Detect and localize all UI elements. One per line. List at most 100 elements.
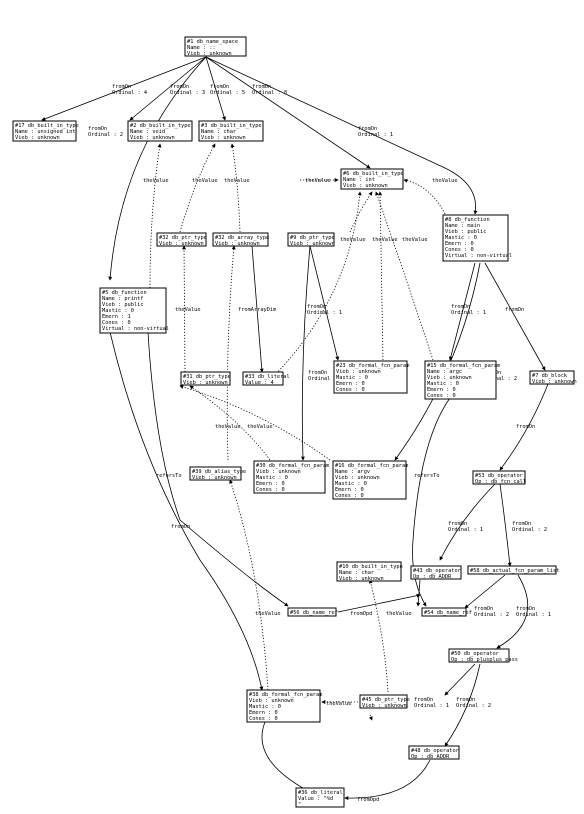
node-32-ptr-type: #32 db_ptr_type Vieb : unknown bbox=[156, 232, 207, 247]
svg-text:Cones : 0: Cones : 0 bbox=[256, 487, 285, 493]
svg-text:Ordinal : 5: Ordinal : 5 bbox=[210, 90, 245, 96]
edge-label: fromOn bbox=[252, 84, 271, 90]
edge-label: theValue bbox=[326, 701, 352, 707]
svg-text:theValue: theValue bbox=[305, 178, 331, 184]
svg-text:#3 db_built_in_type: #3 db_built_in_type bbox=[201, 123, 262, 129]
node-2-built-in-type: #2 db_built_in_type Name : void Vieb : u… bbox=[127, 120, 193, 142]
svg-text:#6 db_built_in_type: #6 db_built_in_type bbox=[343, 171, 404, 177]
edge-label: fromOn bbox=[210, 84, 229, 90]
edges bbox=[41, 56, 549, 801]
svg-text:#50 db_operator: #50 db_operator bbox=[451, 651, 499, 657]
svg-text:theValue: theValue bbox=[372, 237, 398, 243]
node-32-array-type: #32 db_array_type Vieb : unknown bbox=[212, 232, 269, 247]
svg-text:fromOpd: fromOpd bbox=[357, 797, 379, 803]
svg-text:Vieb : unknown: Vieb : unknown bbox=[362, 703, 407, 709]
edge-label: Ordinal : 1 bbox=[307, 310, 342, 316]
node-5-function-printf: #5 db_function Name : printf Vieb : publ… bbox=[99, 287, 169, 334]
svg-text:Vieb : unknown: Vieb : unknown bbox=[201, 135, 246, 141]
edge-label: Ordinal : 1 bbox=[358, 132, 393, 138]
svg-text:Cones : 0: Cones : 0 bbox=[336, 387, 365, 393]
svg-text:Name : ::: Name : :: bbox=[187, 45, 216, 51]
svg-text:fromArrayDim: fromArrayDim bbox=[238, 307, 276, 313]
svg-text:#30 db_formal_fcn_param: #30 db_formal_fcn_param bbox=[256, 463, 329, 469]
svg-text:Ordinal : 2: Ordinal : 2 bbox=[308, 376, 343, 382]
edge bbox=[179, 143, 216, 233]
edge bbox=[499, 483, 512, 567]
svg-text:Ordinal : 1: Ordinal : 1 bbox=[451, 310, 486, 316]
svg-text:#23 db_formal_fcn_param: #23 db_formal_fcn_param bbox=[336, 363, 409, 369]
edge-label: fromOn bbox=[414, 697, 433, 703]
edge bbox=[499, 383, 549, 471]
edge-label: Ordinal : 1 bbox=[448, 527, 483, 533]
edge bbox=[368, 714, 373, 721]
svg-text:fromOn: fromOn bbox=[252, 84, 271, 90]
svg-text:Ordinal : 1: Ordinal : 1 bbox=[414, 703, 449, 709]
edge-label: Ordinal : 8 bbox=[252, 90, 287, 96]
edge-label: Ordinal : 2 bbox=[456, 703, 491, 709]
svg-text:Ordinal : 2: Ordinal : 2 bbox=[482, 376, 517, 382]
svg-text:Name : printf: Name : printf bbox=[102, 296, 143, 302]
svg-text:Cones : 0: Cones : 0 bbox=[102, 320, 131, 326]
svg-text:#39 db_alias_type: #39 db_alias_type bbox=[192, 469, 246, 475]
svg-text:Vieb : unknown: Vieb : unknown bbox=[215, 241, 260, 247]
edge-label: theValue bbox=[372, 237, 398, 243]
svg-text:#9 db_ptr_type: #9 db_ptr_type bbox=[290, 235, 335, 241]
edge-label: theValue bbox=[432, 178, 458, 184]
edge bbox=[226, 245, 236, 461]
svg-text:Ordinal : 1: Ordinal : 1 bbox=[307, 310, 342, 316]
node-8-function-main: #8 db_function Name : main Vieb : public… bbox=[442, 214, 512, 262]
edge bbox=[337, 593, 421, 613]
svg-text:#17 db_built_in_type: #17 db_built_in_type bbox=[15, 123, 79, 129]
svg-text:Emern : 0: Emern : 0 bbox=[445, 241, 474, 247]
svg-text:Virtual : non-virtual: Virtual : non-virtual bbox=[445, 253, 512, 259]
svg-text:fromOn: fromOn bbox=[308, 370, 327, 376]
node-39-alias-type: #39 db_alias_type Vieb : unknown bbox=[189, 466, 246, 481]
svg-text:Op : db_plusplus_pass: Op : db_plusplus_pass bbox=[451, 657, 518, 663]
edge-label: Ordinal : 5 bbox=[210, 90, 245, 96]
edge bbox=[464, 574, 506, 609]
edge bbox=[448, 262, 476, 361]
svg-text:#45 db_ptr_type: #45 db_ptr_type bbox=[362, 697, 410, 703]
edge bbox=[179, 385, 331, 461]
node-7-block: #7 db_block Vieb : unknown bbox=[529, 370, 577, 385]
node-50-operator: #50 db_operator Op : db_plusplus_pass bbox=[448, 648, 518, 663]
svg-text:Mastic : 0: Mastic : 0 bbox=[427, 381, 459, 387]
svg-text:Emern : 0: Emern : 0 bbox=[427, 387, 456, 393]
svg-text:#54 db_name_ref: #54 db_name_ref bbox=[424, 610, 472, 616]
edge bbox=[129, 56, 207, 121]
svg-text:Mastic : 0: Mastic : 0 bbox=[249, 704, 281, 710]
edge-label: fromOn bbox=[170, 84, 189, 90]
edge-label: theValue bbox=[305, 178, 331, 184]
svg-text:Ordinal : 1: Ordinal : 1 bbox=[516, 612, 551, 618]
edge bbox=[300, 245, 311, 461]
edge bbox=[205, 56, 478, 215]
edge bbox=[182, 245, 187, 373]
edge bbox=[349, 191, 373, 233]
svg-text:Name : argv: Name : argv bbox=[335, 469, 370, 475]
node-43-operator: #43 db_operator Op : db_ADDR bbox=[410, 565, 462, 580]
edge bbox=[261, 721, 311, 793]
svg-text:Mastic : 0: Mastic : 0 bbox=[102, 308, 134, 314]
edge-label: fromOn bbox=[308, 370, 327, 376]
svg-text:Ordinal : 2: Ordinal : 2 bbox=[456, 703, 491, 709]
svg-text:#38 db_formal_fcn_param: #38 db_formal_fcn_param bbox=[249, 692, 322, 698]
node-33-literal: #33 db_literal Value : 4 bbox=[242, 371, 290, 386]
svg-text:Name : void: Name : void bbox=[130, 129, 165, 135]
svg-text:#53 db_operator: #53 db_operator bbox=[475, 473, 523, 479]
svg-text:Ordinal : 8: Ordinal : 8 bbox=[252, 90, 287, 96]
svg-text:Vieb : unknown: Vieb : unknown bbox=[183, 380, 228, 386]
svg-text:fromOn: fromOn bbox=[456, 697, 475, 703]
svg-text:fromOn: fromOn bbox=[112, 84, 131, 90]
edge bbox=[496, 574, 528, 649]
edge bbox=[368, 579, 389, 693]
svg-text:Name : int: Name : int bbox=[343, 177, 375, 183]
svg-text:theValue: theValue bbox=[432, 178, 458, 184]
svg-text:Emern : 0: Emern : 0 bbox=[336, 381, 365, 387]
edge-label: fromOpd bbox=[350, 611, 372, 617]
svg-text:#58 db_actual_fcn_param_list: #58 db_actual_fcn_param_list bbox=[470, 568, 559, 574]
svg-text:Value : "%d: Value : "%d bbox=[298, 796, 333, 802]
svg-text:#8 db_function: #8 db_function bbox=[445, 217, 490, 223]
edge bbox=[251, 245, 264, 373]
svg-text:theValue: theValue bbox=[402, 237, 428, 243]
